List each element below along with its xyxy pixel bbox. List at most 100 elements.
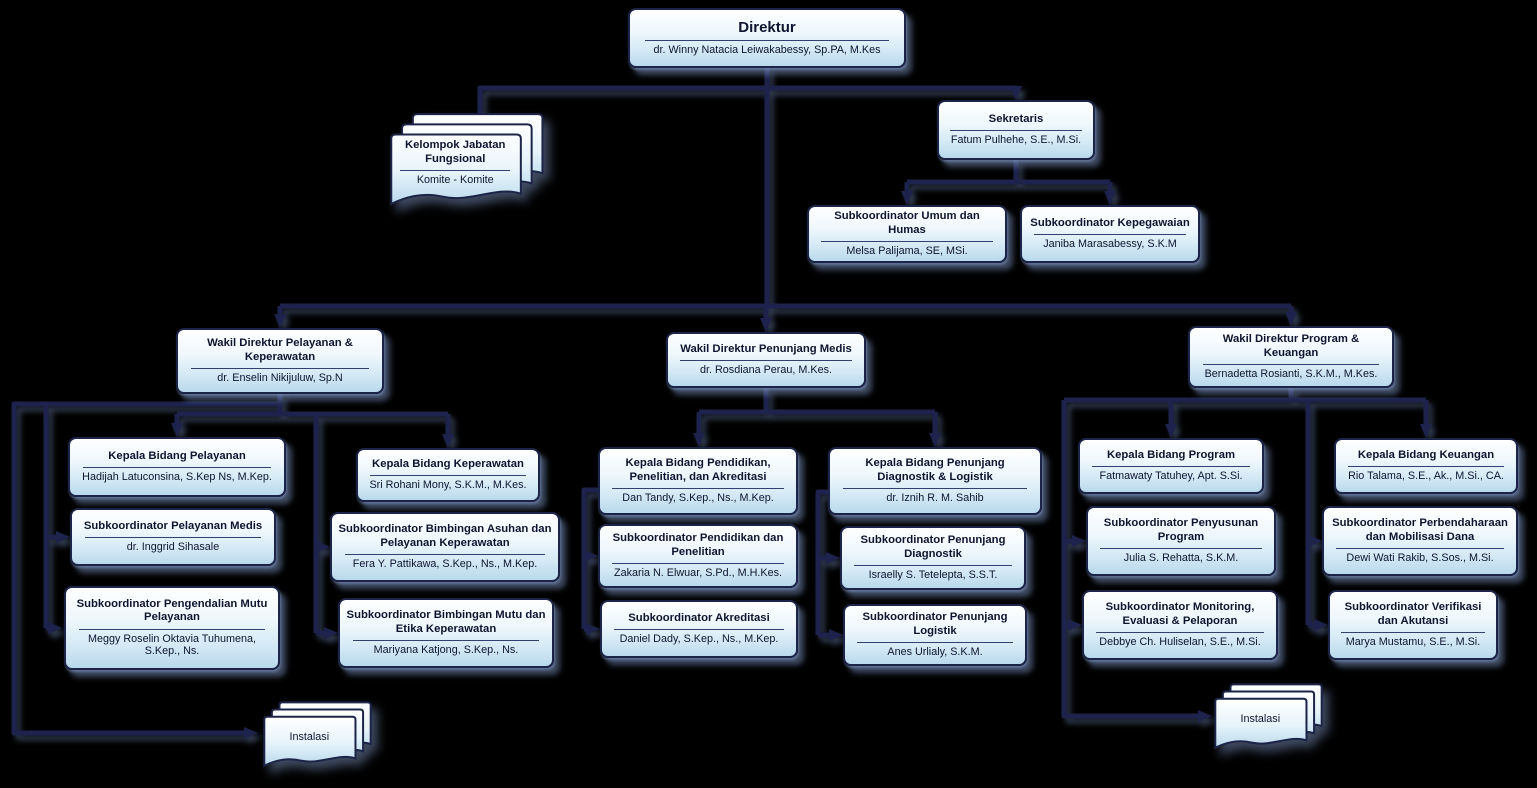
divider — [612, 487, 784, 489]
divider — [400, 170, 511, 172]
node-title: Subkoordinator Bimbingan Mutu dan Etika … — [346, 609, 546, 635]
node-person-name: dr. Winny Natacia Leiwakabessy, Sp.PA, M… — [653, 44, 881, 57]
node-person-name: Julia S. Rehatta, S.K.M. — [1123, 551, 1239, 564]
org-node-wadir-pelayanan: Wakil Direktur Pelayanan & Keperawatan d… — [176, 328, 384, 394]
org-node-direktur: Direktur dr. Winny Natacia Leiwakabessy,… — [628, 8, 906, 68]
org-node-sub-umum-humas: Subkoordinator Umum dan Humas Melsa Pali… — [807, 205, 1007, 263]
node-person-name: Anes Urlialy, S.K.M. — [887, 645, 983, 658]
divider — [1202, 363, 1380, 365]
node-title: Subkoordinator Verifikasi dan Akutansi — [1344, 601, 1482, 627]
node-title: Kepala Bidang Pelayanan — [108, 449, 246, 462]
node-title: Subkoordinator Penunjang Logistik — [862, 611, 1008, 637]
org-node-sk-logistik: Subkoordinator Penunjang Logistik Anes U… — [843, 604, 1027, 666]
node-person-name: Dan Tandy, S.Kep., Ns., M.Kep. — [622, 491, 774, 504]
connector-line — [815, 489, 828, 635]
node-person-name: Bernadetta Rosianti, S.K.M., M.Kes. — [1204, 367, 1378, 380]
org-node-sub-kepegawaian: Subkoordinator Kepegawaian Janiba Marasa… — [1020, 205, 1200, 263]
node-title: Subkoordinator Perbendaharaan dan Mobili… — [1332, 517, 1508, 543]
node-title: Kepala Bidang Pendidikan, Penelitian, da… — [625, 457, 771, 483]
node-person-name: Hadijah Latuconsina, S.Kep Ns, M.Kep. — [82, 471, 272, 484]
node-title: Kepala Bidang Penunjang Diagnostik & Log… — [865, 457, 1005, 483]
org-node-kb-program: Kepala Bidang Program Fatmawaty Tatuhey,… — [1078, 438, 1264, 494]
node-person-name: Daniel Dady, S.Kep., Ns., M.Kep. — [619, 633, 779, 646]
org-node-sk-bimbingan-asuhan: Subkoordinator Bimbingan Asuhan dan Pela… — [330, 512, 560, 582]
node-title: Kepala Bidang Program — [1106, 448, 1236, 461]
connector-line — [767, 85, 1022, 100]
divider — [614, 629, 784, 631]
multi-document-shape — [1213, 680, 1327, 752]
divider — [190, 367, 370, 369]
org-node-sk-verifikasi: Subkoordinator Verifikasi dan Akutansi M… — [1328, 590, 1498, 660]
divider — [612, 562, 784, 564]
node-person-name: Mariyana Katjong, S.Kep., Ns. — [373, 643, 519, 656]
divider — [369, 475, 527, 477]
node-person-name: Dewi Wati Rakib, S.Sos., M.Si. — [1346, 551, 1494, 564]
node-title: Subkoordinator Pendidikan dan Penelitian — [612, 532, 784, 558]
divider — [83, 467, 271, 469]
node-person-name: Meggy Roselin Oktavia Tuhumena, S.Kep., … — [87, 632, 257, 658]
divider — [680, 360, 852, 362]
node-title: Subkoordinator Pelayanan Medis — [83, 519, 263, 532]
node-title: Kepala Bidang Keuangan — [1357, 448, 1495, 461]
divider — [1336, 547, 1504, 549]
org-node-kb-keperawatan: Kepala Bidang Keperawatan Sri Rohani Mon… — [356, 448, 540, 502]
connector-line — [581, 487, 598, 629]
divider — [821, 240, 993, 242]
org-node-instalasi-left: Instalasi — [262, 698, 376, 770]
node-title: Kelompok Jabatan Fungsional — [404, 139, 506, 165]
divider — [1347, 466, 1505, 468]
node-person-name: Fatmawaty Tatuhey, Apt. S.Si. — [1099, 470, 1243, 483]
node-title: Sekretaris — [988, 112, 1044, 125]
divider — [1100, 547, 1262, 549]
node-title: Instalasi — [1240, 712, 1281, 725]
divider — [79, 628, 265, 630]
org-node-sk-diagnostik: Subkoordinator Penunjang Diagnostik Isra… — [840, 526, 1026, 590]
node-person-name: dr. Iznih R. M. Sahib — [886, 491, 984, 504]
node-person-name: Sri Rohani Mony, S.K.M., M.Kes. — [369, 479, 527, 492]
node-person-name: Zakaria N. Elwuar, S.Pd., M.H.Kes. — [613, 566, 782, 579]
divider — [853, 564, 1013, 566]
node-title: Subkoordinator Kepegawaian — [1030, 216, 1190, 229]
org-node-instalasi-right: Instalasi — [1213, 680, 1327, 752]
divider — [353, 639, 539, 641]
node-person-name: Fera Y. Pattikawa, S.Kep., Ns., M.Kep. — [352, 557, 538, 570]
multi-document-shape — [388, 108, 550, 210]
divider — [842, 487, 1028, 489]
org-node-kelompok-jabatan-fungsional: Kelompok Jabatan Fungsional Komite - Kom… — [388, 108, 550, 210]
node-title: Subkoordinator Akreditasi — [628, 611, 770, 624]
org-node-sekretaris: Sekretaris Fatum Pulhehe, S.E., M.Si. — [937, 100, 1095, 160]
node-title: Subkoordinator Umum dan Humas — [834, 210, 980, 236]
node-title: Wakil Direktur Pelayanan & Keperawatan — [207, 337, 353, 363]
divider — [84, 537, 262, 539]
org-node-kb-keuangan: Kepala Bidang Keuangan Rio Talama, S.E.,… — [1334, 438, 1518, 494]
org-node-sk-bimbingan-mutu: Subkoordinator Bimbingan Mutu dan Etika … — [338, 598, 554, 668]
node-title: Subkoordinator Bimbingan Asuhan dan Pela… — [338, 523, 552, 549]
org-node-sk-monitoring: Subkoordinator Monitoring, Evaluasi & Pe… — [1082, 590, 1278, 660]
org-node-kb-pendidikan: Kepala Bidang Pendidikan, Penelitian, da… — [598, 447, 798, 515]
node-title: Subkoordinator Pengendalian Mutu Pelayan… — [76, 597, 268, 624]
node-title: Wakil Direktur Program & Keuangan — [1222, 333, 1360, 359]
node-title: Subkoordinator Penyusunan Program — [1103, 517, 1259, 543]
node-person-name: Janiba Marasabessy, S.K.M — [1043, 238, 1177, 251]
node-person-name: Fatum Pulhehe, S.E., M.Si. — [950, 134, 1082, 147]
org-node-sk-penyusunan: Subkoordinator Penyusunan Program Julia … — [1086, 506, 1276, 576]
node-person-name: Debbye Ch. Huliselan, S.E., M.Si. — [1099, 635, 1261, 648]
divider — [1033, 234, 1187, 236]
org-node-sk-pendidikan: Subkoordinator Pendidikan dan Penelitian… — [598, 524, 798, 588]
divider — [856, 641, 1014, 643]
node-person-name: Marya Mustamu, S.E., M.Si. — [1345, 635, 1481, 648]
node-person-name: Rio Talama, S.E., Ak., M.Si., CA. — [1348, 470, 1504, 483]
node-person-name: Melsa Palijama, SE, MSi. — [846, 244, 968, 257]
node-person-name: Israelly S. Tetelepta, S.S.T. — [868, 568, 998, 581]
org-node-wadir-program: Wakil Direktur Program & Keuangan Bernad… — [1188, 326, 1394, 388]
divider — [1341, 631, 1485, 633]
divider — [1096, 631, 1264, 633]
org-node-sk-akreditasi: Subkoordinator Akreditasi Daniel Dady, S… — [600, 600, 798, 658]
node-person-name: dr. Rosdiana Perau, M.Kes. — [699, 364, 833, 377]
org-node-sk-perbendaharaan: Subkoordinator Perbendaharaan dan Mobili… — [1322, 506, 1518, 576]
node-person-name: dr. Enselin Nikijuluw, Sp.N — [217, 371, 343, 384]
divider — [645, 40, 889, 42]
node-title: Wakil Direktur Penunjang Medis — [680, 342, 852, 355]
divider — [1091, 466, 1251, 468]
